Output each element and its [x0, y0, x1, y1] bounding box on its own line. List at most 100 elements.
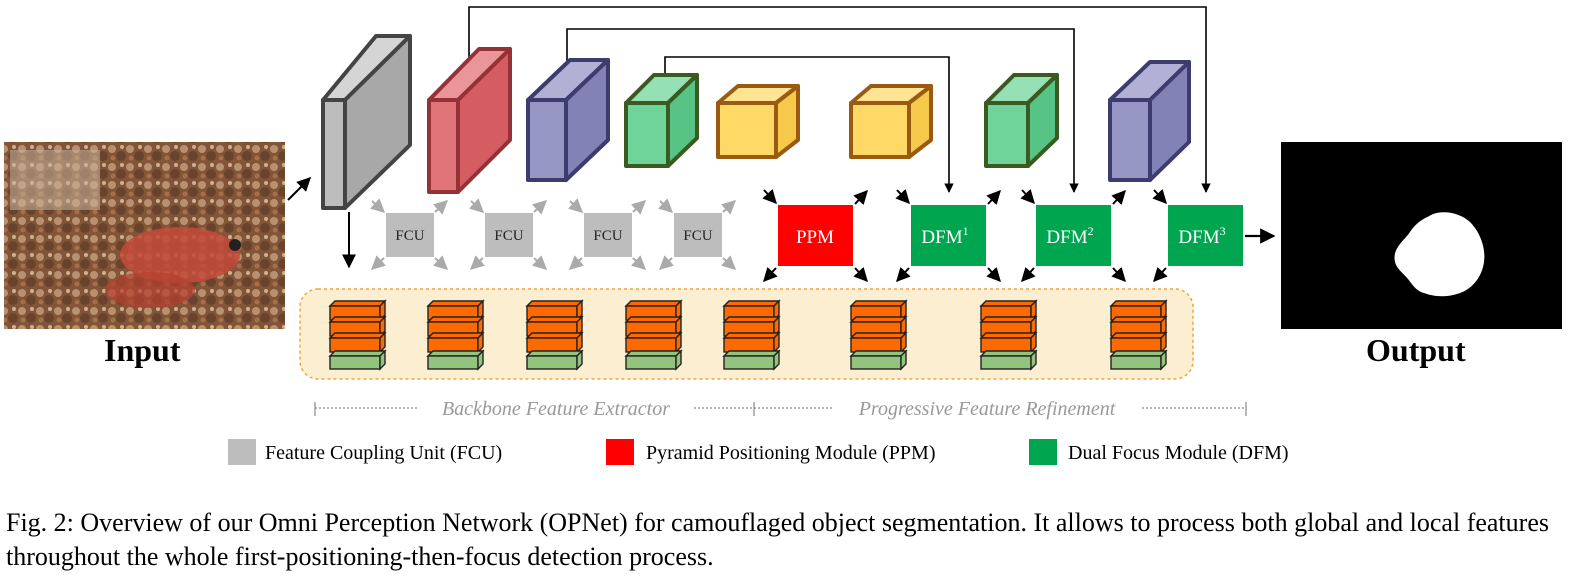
layer-top	[979, 332, 1038, 339]
layer-top	[328, 300, 387, 307]
layer-side	[379, 349, 386, 371]
layer-side	[773, 299, 780, 322]
dfm3-superscript: 3	[1220, 224, 1226, 238]
orange-layer	[329, 337, 381, 353]
fcu-label: FCU	[683, 228, 712, 244]
layer-top	[624, 350, 683, 357]
ppm-module: PPM	[762, 188, 868, 283]
layer-side	[379, 315, 386, 338]
layer-stack-5	[722, 299, 781, 371]
layer-side	[900, 299, 907, 322]
fcu-label: FCU	[494, 228, 523, 244]
layer-side	[1030, 299, 1037, 322]
green-feature-block-1	[624, 73, 699, 168]
fcu-module-3: FCU	[567, 198, 647, 270]
yellow-feature-block-2	[849, 84, 933, 159]
layer-top	[979, 300, 1038, 307]
layer-top	[624, 332, 683, 339]
dfm2-superscript: 2	[1088, 224, 1094, 238]
layer-top	[426, 350, 485, 357]
layer-top	[979, 350, 1038, 357]
dfm1-superscript: 1	[963, 224, 969, 238]
dfm1-label: DFM	[921, 227, 962, 248]
fcu-module-2: FCU	[468, 198, 548, 270]
layer-top	[1109, 300, 1168, 307]
figure-caption: Fig. 2: Overview of our Omni Perception …	[6, 508, 1549, 571]
layer-top	[722, 300, 781, 307]
layer-top	[979, 316, 1038, 323]
layer-side	[477, 299, 484, 322]
layer-side	[1160, 299, 1167, 322]
layer-side	[1030, 315, 1037, 338]
opnet-diagram: FCU FCU FCU FCU	[4, 6, 1562, 465]
orange-layer	[1110, 337, 1162, 353]
refinement-section-label: Progressive Feature Refinement	[858, 398, 1116, 420]
svg-text:DFM1: DFM1	[921, 224, 968, 248]
layer-side	[900, 349, 907, 371]
layer-top	[624, 316, 683, 323]
layer-top	[328, 316, 387, 323]
gray-feature-block	[321, 34, 412, 210]
fcu-label: FCU	[593, 228, 622, 244]
dfm1-module: DFM1	[895, 188, 1001, 283]
green-layer	[723, 355, 775, 370]
layer-side	[477, 331, 484, 354]
layer-top	[849, 300, 908, 307]
layer-side	[1160, 331, 1167, 354]
layer-stacks	[328, 299, 1168, 371]
orange-layer	[723, 337, 775, 353]
layer-top	[722, 316, 781, 323]
layer-side	[477, 315, 484, 338]
layer-side	[576, 299, 583, 322]
layer-side	[900, 331, 907, 354]
legend: Feature Coupling Unit (FCU) Pyramid Posi…	[228, 439, 1289, 465]
layer-top	[426, 300, 485, 307]
layer-top	[849, 332, 908, 339]
layer-side	[379, 331, 386, 354]
layer-side	[900, 315, 907, 338]
layer-side	[675, 299, 682, 322]
layer-top	[1109, 316, 1168, 323]
layer-side	[773, 315, 780, 338]
dfm3-module: DFM3	[1152, 188, 1276, 283]
layer-side	[675, 331, 682, 354]
orange-layer	[526, 337, 578, 353]
layer-top	[426, 332, 485, 339]
layer-top	[525, 332, 584, 339]
skip-connections	[468, 6, 1211, 193]
green-layer	[526, 355, 578, 370]
layer-stack-1	[328, 299, 387, 371]
layer-stack-2	[426, 299, 485, 371]
output-mask	[1281, 142, 1562, 329]
legend-swatch-fcu	[228, 439, 256, 465]
layer-side	[576, 349, 583, 371]
output-label: Output	[1366, 332, 1466, 368]
layer-stack-4	[624, 299, 683, 371]
layer-side	[1160, 349, 1167, 371]
layer-side	[773, 331, 780, 354]
layer-top	[525, 350, 584, 357]
legend-swatch-dfm	[1029, 439, 1057, 465]
svg-text:DFM2: DFM2	[1046, 224, 1093, 248]
input-image	[4, 142, 285, 329]
orange-layer	[427, 337, 479, 353]
orange-layer	[980, 337, 1032, 353]
layer-side	[576, 315, 583, 338]
layer-stack-8	[1109, 299, 1168, 371]
layer-stack-6	[849, 299, 908, 371]
fcu-modules: FCU FCU FCU FCU	[369, 198, 737, 270]
section-brackets	[314, 402, 1247, 416]
layer-side	[773, 349, 780, 371]
orange-layer	[850, 337, 902, 353]
legend-label-dfm: Dual Focus Module (DFM)	[1068, 442, 1289, 464]
green-layer	[1110, 355, 1162, 370]
layer-top	[328, 350, 387, 357]
layer-top	[849, 350, 908, 357]
green-layer	[329, 355, 381, 370]
green-layer	[625, 355, 677, 370]
layer-stack-7	[979, 299, 1038, 371]
layer-top	[722, 332, 781, 339]
feature-blocks	[321, 34, 1191, 210]
dfm2-label: DFM	[1046, 227, 1087, 248]
layer-side	[379, 299, 386, 322]
